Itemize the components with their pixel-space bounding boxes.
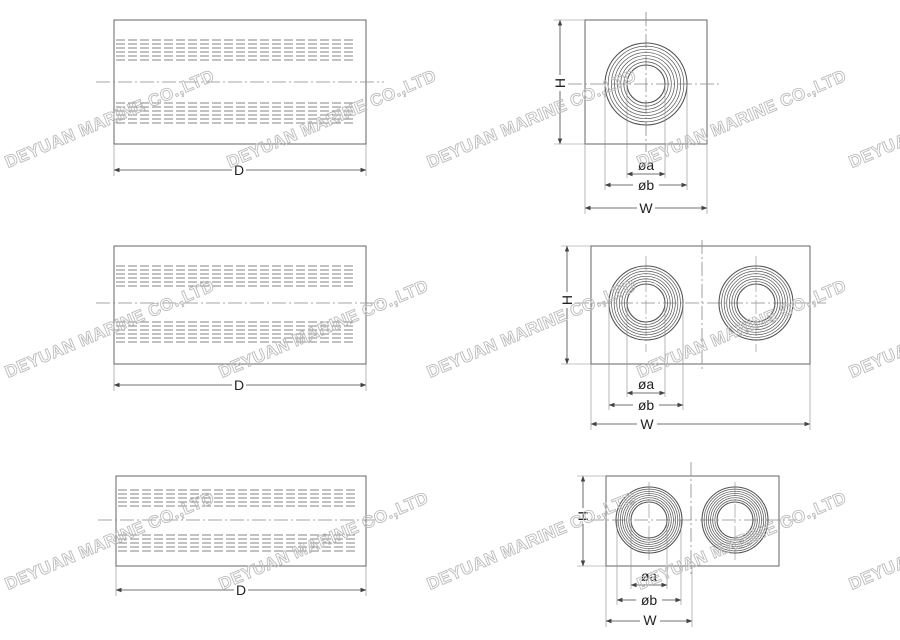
- company-watermark: DEYUAN MARINE CO.,LTD: [216, 276, 431, 382]
- side-view-1: D: [96, 19, 384, 178]
- company-watermark: DEYUAN MARINE CO.,LTD: [634, 488, 849, 594]
- dimension-label-W: W: [640, 416, 654, 432]
- bore-ring: [611, 268, 681, 338]
- side-view-2: D: [96, 245, 384, 393]
- company-watermark: DEYUAN MARINE CO.,LTD: [2, 488, 217, 594]
- dimension-label-W: W: [643, 612, 657, 628]
- bore-ring: [721, 268, 791, 338]
- bore-outer-circle: [615, 486, 683, 554]
- end-view-1: H øa øb W: [552, 12, 720, 216]
- bore-ring: [613, 270, 679, 336]
- groove-pattern: [118, 489, 355, 552]
- dimension-label-D: D: [236, 582, 246, 598]
- bore-ring: [714, 499, 756, 541]
- bore-ring: [618, 275, 674, 331]
- dimension-label-D: D: [234, 162, 244, 178]
- company-watermark: DEYUAN MARINE CO.,LTD: [634, 276, 849, 382]
- side-view-outline: [115, 475, 367, 567]
- company-watermark: DEYUAN MARINE CO.,LTD: [216, 488, 431, 594]
- bore-ring-set-right: [701, 486, 769, 554]
- bore-inner-circle: [736, 283, 776, 323]
- company-watermark: DEYUAN MARINE CO.,LTD: [846, 488, 900, 594]
- company-watermark: DEYUAN MARINE CO.,LTD: [424, 66, 639, 172]
- bore-ring: [610, 48, 682, 120]
- company-watermark: DEYUAN MARINE CO.,LTD: [424, 276, 639, 382]
- bore-ring: [621, 278, 671, 328]
- bore-ring: [723, 270, 789, 336]
- dimension-label-inner-diameter: øa: [638, 157, 655, 173]
- bore-ring: [734, 281, 778, 325]
- bore-ring: [607, 45, 685, 123]
- bore-ring: [731, 278, 781, 328]
- side-view-3: D: [98, 475, 384, 598]
- dimension-label-inner-diameter: øa: [638, 376, 655, 392]
- bore-ring: [622, 493, 676, 547]
- bore-outer-circle: [718, 265, 794, 341]
- company-watermark: DEYUAN MARINE CO.,LTD: [634, 66, 849, 172]
- bore-ring: [626, 497, 672, 543]
- bore-ring: [628, 499, 670, 541]
- dimension-label-W: W: [639, 200, 653, 216]
- row-1: D H øa øb W: [96, 12, 720, 216]
- bore-ring: [620, 58, 672, 110]
- bore-ring-set-right: [718, 265, 794, 341]
- dimension-label-H: H: [552, 78, 568, 88]
- bore-ring: [726, 273, 786, 333]
- end-view-outline: [605, 475, 780, 567]
- dimension-label-D: D: [234, 377, 244, 393]
- bore-ring: [728, 275, 784, 331]
- company-watermark: DEYUAN MARINE CO.,LTD: [424, 488, 639, 594]
- bore-ring: [617, 488, 681, 552]
- bore-outer-circle: [701, 486, 769, 554]
- bore-ring: [710, 495, 760, 545]
- dimension-label-outer-diameter: øb: [638, 397, 655, 413]
- groove-pattern: [116, 39, 353, 124]
- groove-pattern: [116, 265, 353, 343]
- row-2: D H øa øb: [96, 240, 826, 432]
- bore-ring: [616, 273, 676, 333]
- side-view-outline: [113, 245, 367, 365]
- dimension-label-H: H: [559, 295, 575, 305]
- bore-ring: [708, 493, 762, 547]
- company-watermark: DEYUAN MARINE CO.,LTD: [2, 276, 217, 382]
- bore-ring: [619, 490, 679, 550]
- bore-ring: [624, 281, 668, 325]
- company-watermark: DEYUAN MARINE CO.,LTD: [846, 66, 900, 172]
- bore-ring: [703, 488, 767, 552]
- bore-inner-circle: [716, 501, 754, 539]
- dimension-label-H: H: [575, 511, 591, 521]
- bore-ring: [617, 55, 675, 113]
- bore-ring: [712, 497, 758, 543]
- company-watermark: DEYUAN MARINE CO.,LTD: [846, 276, 900, 382]
- bore-ring: [705, 490, 765, 550]
- bore-ring: [614, 52, 678, 116]
- dimension-label-outer-diameter: øb: [641, 592, 658, 608]
- dimension-label-inner-diameter: øa: [641, 568, 658, 584]
- end-view-3: H øa øb W: [575, 462, 796, 628]
- dimension-label-outer-diameter: øb: [638, 177, 655, 193]
- bore-ring: [623, 61, 669, 107]
- bore-ring-set-left: [608, 265, 684, 341]
- end-view-2: H øa øb W: [559, 240, 826, 432]
- end-view-outline: [590, 245, 811, 365]
- bore-ring: [624, 495, 674, 545]
- bore-ring-set-left: [615, 486, 683, 554]
- row-3: D H øa øb: [98, 462, 796, 628]
